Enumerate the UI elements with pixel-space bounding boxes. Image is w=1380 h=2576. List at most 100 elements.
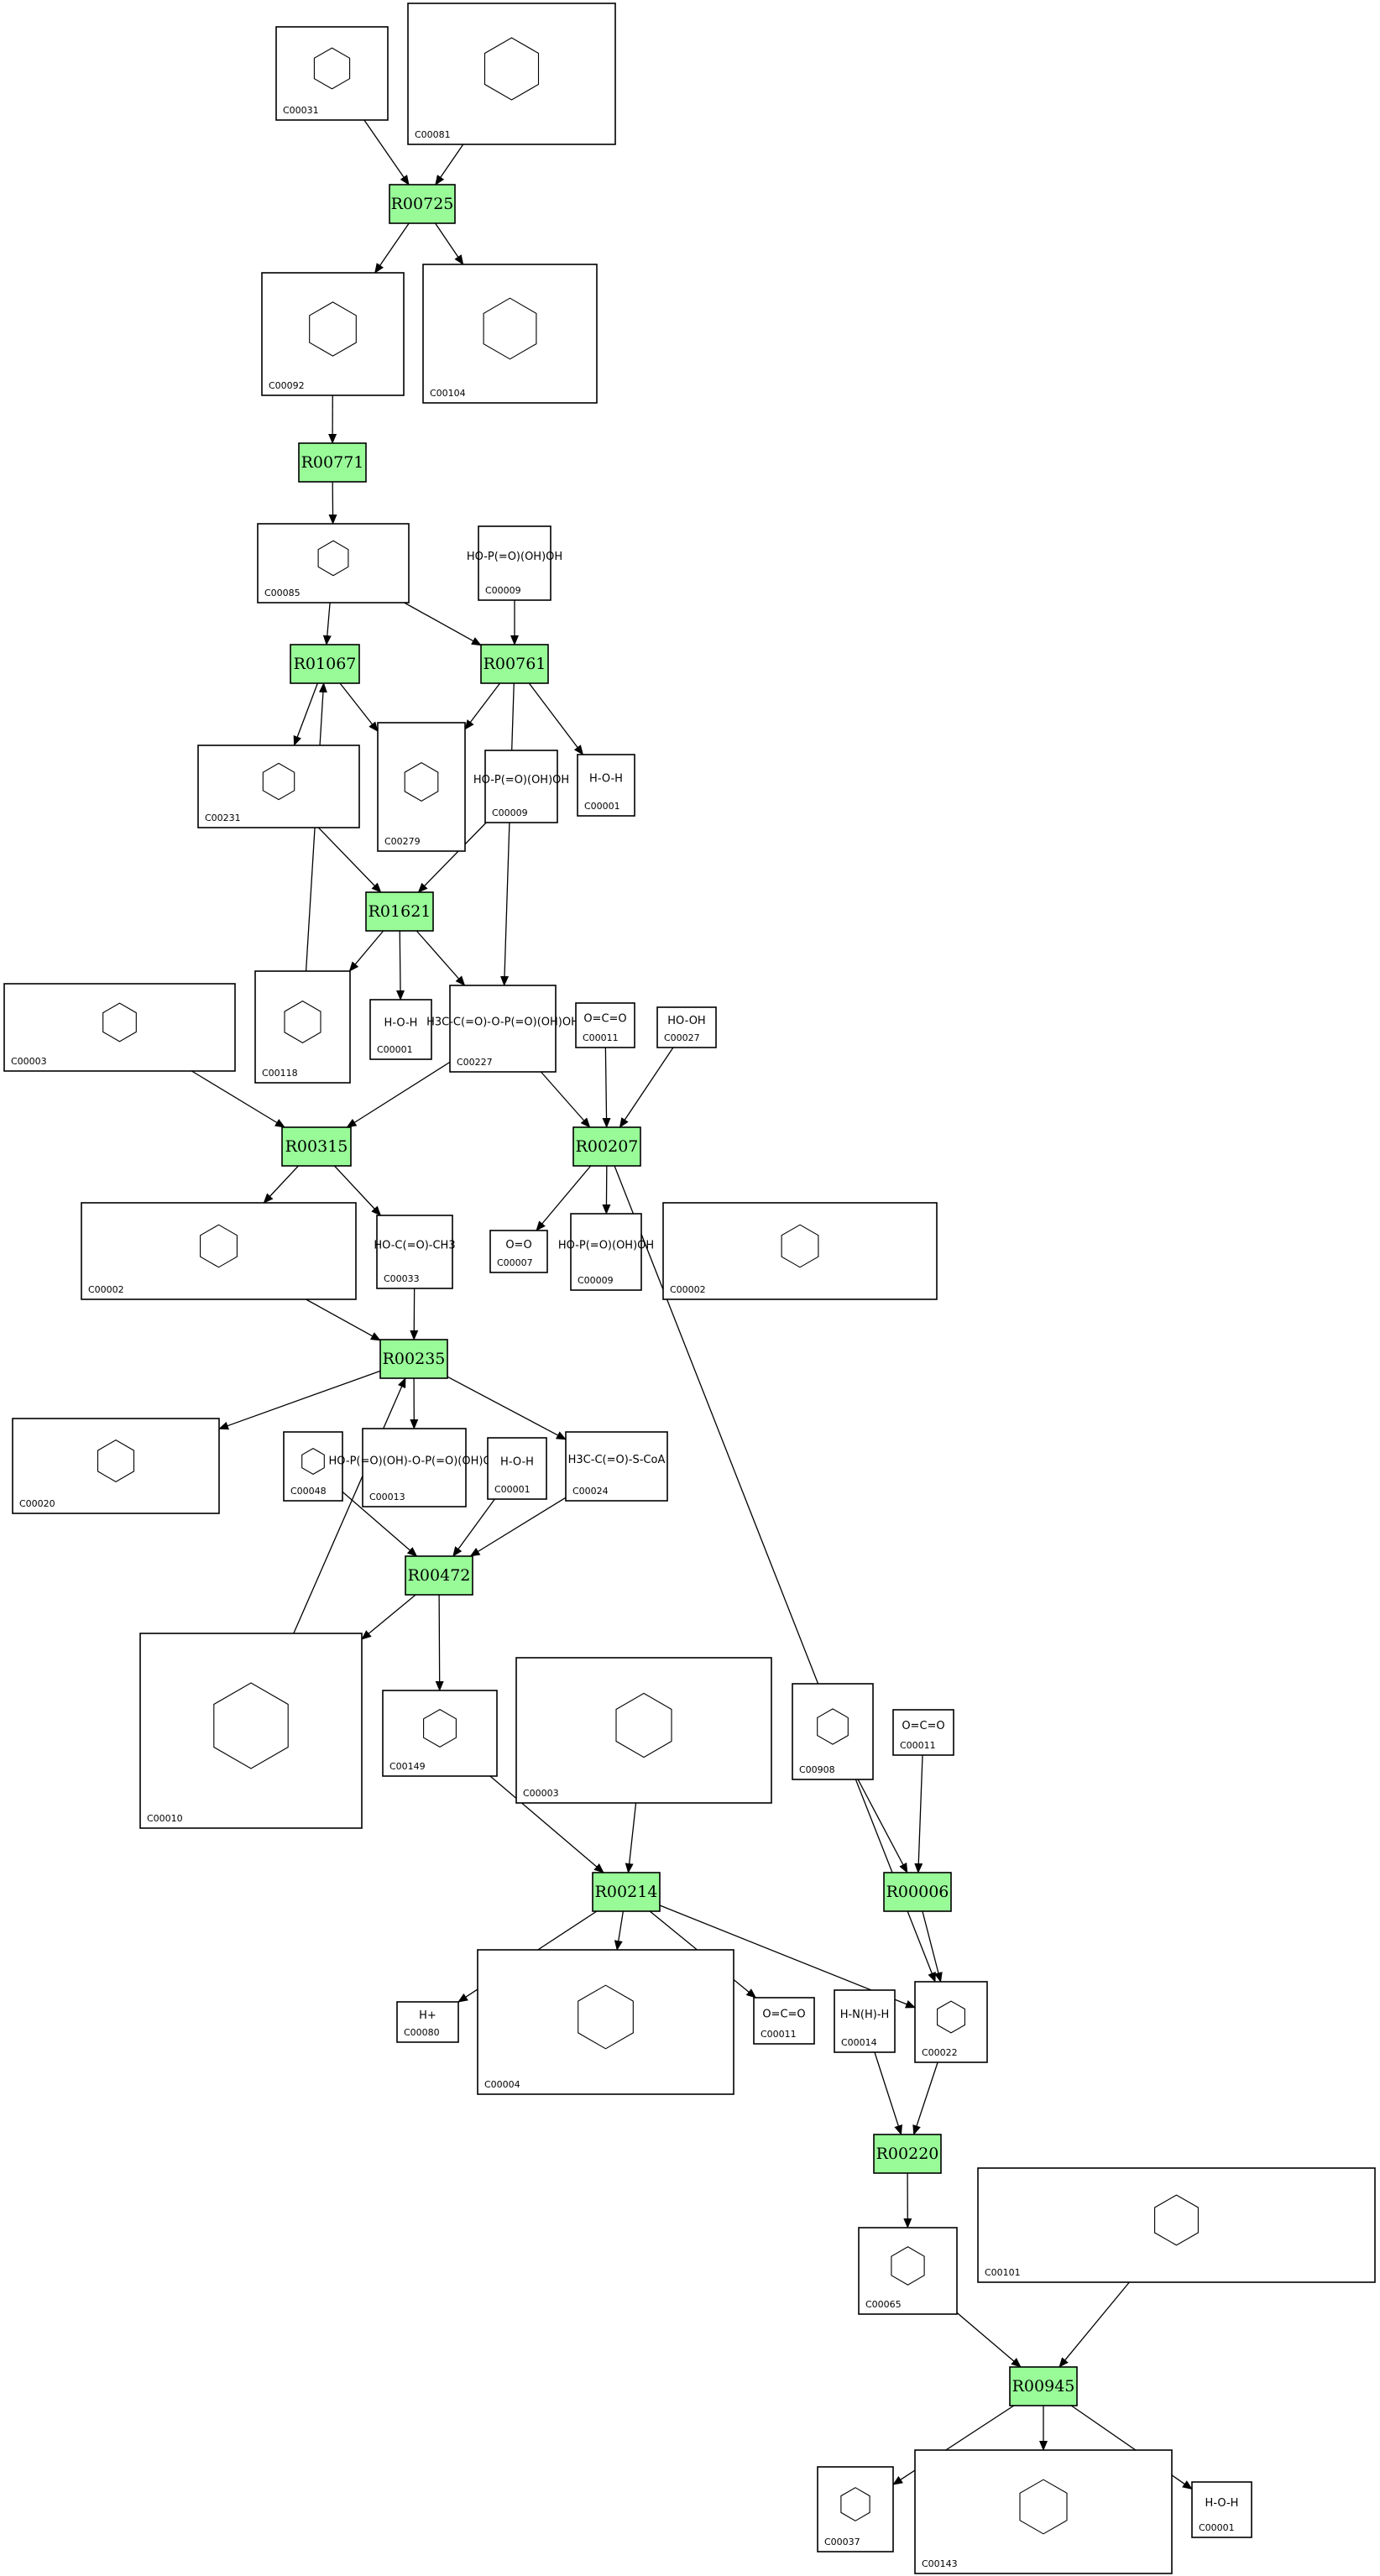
compound-box [858,2227,958,2315]
compound-box [376,1215,453,1289]
reaction-R00472[interactable]: R00472 [405,1555,473,1596]
compound-C00080[interactable]: H+C00080 [396,2001,459,2043]
compound-C00010[interactable]: C00010 [139,1633,363,1829]
structure-ring-icon [1154,2194,1199,2246]
compound-id-label: C00004 [484,2079,520,2090]
compound-C00149[interactable]: C00149 [382,1690,498,1777]
reaction-R00220[interactable]: R00220 [873,2134,942,2174]
compound-C00279[interactable]: C00279 [377,722,466,852]
compound-box [362,1428,467,1507]
edge-C00048-R00472 [342,1491,418,1557]
compound-C00048[interactable]: C00048 [283,1431,343,1502]
compound-C00101[interactable]: C00101 [977,2167,1376,2283]
compound-box [3,983,236,1072]
edge-R00472-C00010 [361,1594,416,1640]
compound-C00031[interactable]: C00031 [275,26,389,121]
compound-C00143[interactable]: C00143 [914,2449,1173,2574]
compound-id-label: C00011 [583,1032,619,1043]
compound-id-label: C00001 [377,1044,413,1055]
structure-ring-icon [840,2487,870,2521]
compound-structure-label: HO-P(=O)(OH)OH [473,774,569,786]
compound-box [515,1657,772,1804]
reaction-id-label: R00235 [383,1350,446,1368]
compound-C00092[interactable]: C00092 [261,272,405,396]
compound-id-label: C00022 [922,2047,958,2058]
compound-C00231[interactable]: C00231 [197,745,360,828]
structure-ring-icon [97,1439,135,1483]
compound-id-label: C00003 [11,1056,47,1067]
compound-box [377,722,466,852]
edge-C00002-R00235 [306,1298,381,1341]
compound-id-label: C00085 [264,588,301,598]
reaction-R01067[interactable]: R01067 [290,644,360,684]
edge-R00315-C00002 [263,1165,299,1204]
reaction-R00315[interactable]: R00315 [281,1126,352,1167]
compound-box [575,1002,635,1048]
compound-C00003[interactable]: C00003 [3,983,236,1072]
compound-C00022[interactable]: C00022 [914,1981,988,2063]
compound-id-label: C00037 [824,2537,860,2547]
reaction-R00945[interactable]: R00945 [1009,2366,1078,2406]
edge-R00725-C00092 [374,222,410,274]
reaction-R00235[interactable]: R00235 [379,1339,448,1379]
reaction-id-label: R00315 [285,1137,348,1156]
compound-id-label: C00014 [841,2037,877,2048]
reaction-id-label: R00725 [391,195,454,213]
compound-C00065[interactable]: C00065 [858,2227,958,2315]
compound-C00020[interactable]: C00020 [12,1418,220,1514]
structure-ring-icon [891,2246,925,2286]
edge-R00235-C00020 [218,1370,381,1430]
compound-structure-label: H-O-H [500,1456,534,1469]
compound-C00002[interactable]: C00002 [81,1202,357,1300]
reaction-R00214[interactable]: R00214 [592,1872,661,1912]
compound-box [382,1690,498,1777]
compound-id-label: C00001 [584,801,620,812]
compound-C00037[interactable]: C00037 [817,2466,894,2552]
compound-C00003[interactable]: C00003 [515,1657,772,1804]
edge-C00227-R00315 [346,1061,451,1128]
compound-structure-label: H3C-C(=O)-O-P(=O)(OH)OH [426,1016,579,1029]
reaction-R00725[interactable]: R00725 [389,184,456,224]
compound-C00004[interactable]: C00004 [477,1949,734,2095]
reaction-box [298,442,367,483]
reaction-R00006[interactable]: R00006 [883,1872,952,1912]
compound-C00118[interactable]: C00118 [254,970,351,1084]
compound-C00081[interactable]: C00081 [407,3,616,145]
compound-C00104[interactable]: C00104 [422,264,598,404]
compound-C00908[interactable]: C00908 [792,1683,874,1780]
structure-ring-icon [309,301,357,357]
reaction-id-label: R00472 [408,1566,471,1585]
reaction-R01621[interactable]: R01621 [365,891,434,932]
reaction-R00771[interactable]: R00771 [298,442,367,483]
reaction-R00207[interactable]: R00207 [572,1126,641,1167]
compound-C00085[interactable]: C00085 [257,523,410,604]
structure-ring-icon [578,1984,634,2050]
compound-structure-label: O=C=O [902,1720,944,1732]
compound-C00002[interactable]: C00002 [662,1202,938,1300]
compound-structure-label: O=C=O [762,2009,805,2021]
compound-id-label: C00013 [369,1492,405,1502]
reaction-R00761[interactable]: R00761 [480,644,549,684]
compound-box [577,754,635,817]
nodes-layer: C00031C00081C00092C00104C00085HO-P(=O)(O… [3,3,1376,2574]
edge-R00761-C00001 [528,682,584,755]
compound-box [139,1633,363,1829]
compound-id-label: C00003 [523,1788,559,1799]
